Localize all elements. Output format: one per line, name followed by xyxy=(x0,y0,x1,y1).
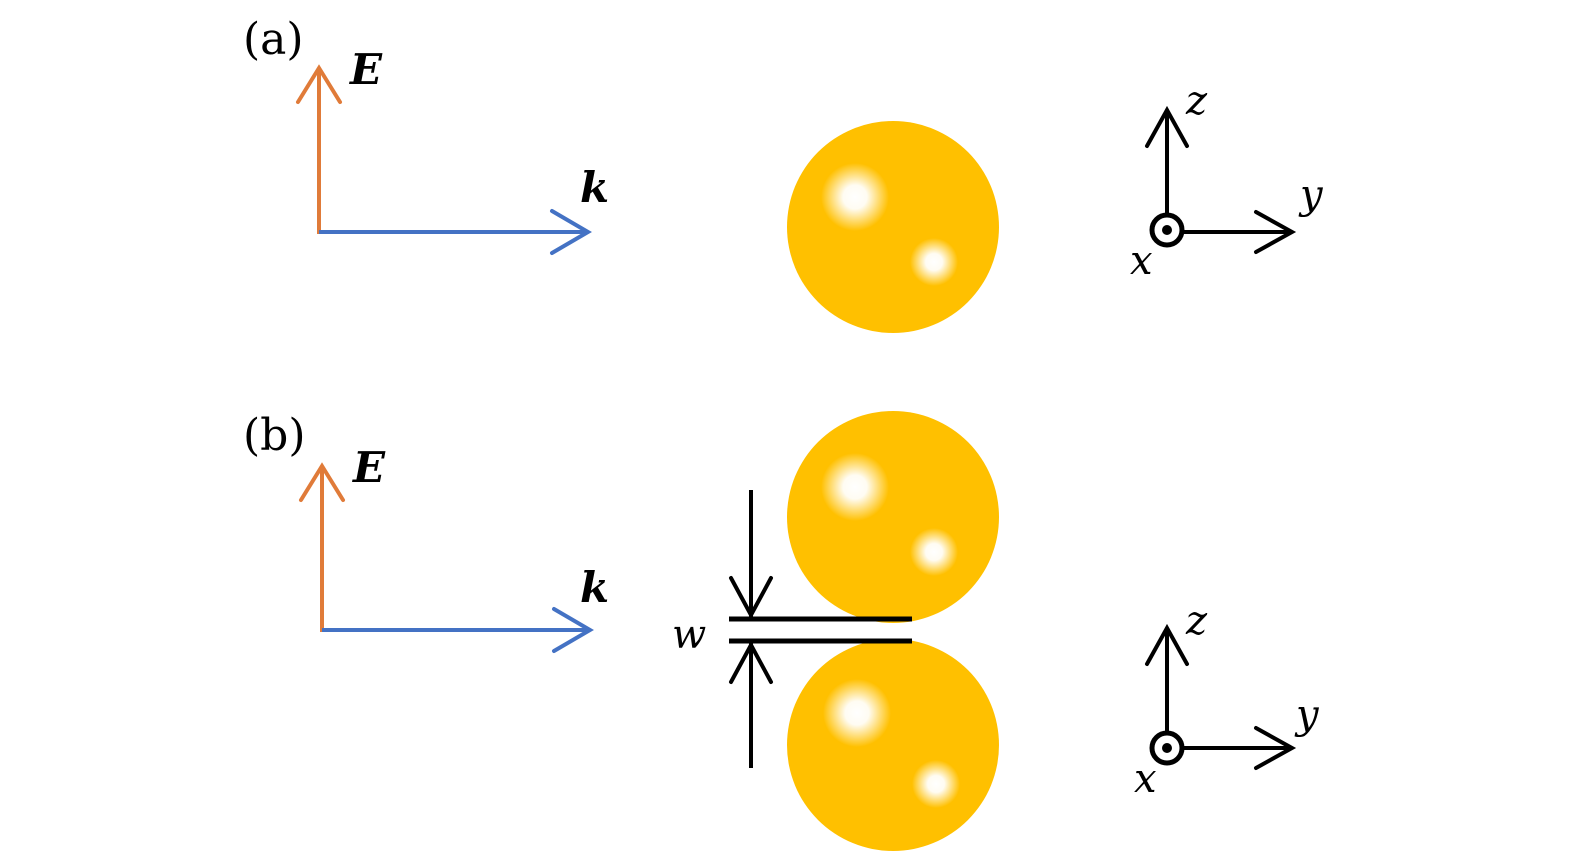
axes-a-x-label: x xyxy=(1130,238,1153,284)
panel-b: (b) E k xyxy=(243,410,1320,851)
axes-b-x-dot xyxy=(1162,743,1172,753)
panel-b-label: (b) xyxy=(243,410,306,461)
axes-a-z-label: z xyxy=(1185,78,1208,124)
axes-a-y-label: y xyxy=(1298,172,1324,218)
gap-marker xyxy=(729,490,912,768)
gap-marker-down-arrowhead xyxy=(729,576,773,620)
gap-marker-up-arrowhead xyxy=(729,640,773,684)
wave-vector-a xyxy=(319,209,592,255)
gap-label: w xyxy=(672,612,706,658)
field-vector-b-label: E xyxy=(352,443,386,492)
sphere-b-bottom-highlight-small xyxy=(912,760,960,808)
sphere-b-top-highlight-small xyxy=(910,528,958,576)
panel-a-label: (a) xyxy=(243,14,304,65)
axes-b-z-arrowhead xyxy=(1145,623,1189,666)
panel-a: (a) E k z y x xyxy=(243,14,1324,333)
axes-a-y-arrowhead xyxy=(1254,210,1297,254)
sphere-a xyxy=(787,121,999,333)
sphere-b-bottom-body xyxy=(787,639,999,851)
field-vector-b-arrowhead xyxy=(299,462,345,502)
sphere-b-top xyxy=(787,411,999,623)
axes-b-z-label: z xyxy=(1185,598,1208,644)
field-vector-a xyxy=(296,64,342,234)
wave-vector-b-arrowhead xyxy=(552,607,594,653)
axes-b xyxy=(1145,623,1297,770)
axes-b-y-label: y xyxy=(1294,692,1320,738)
sphere-a-highlight-small xyxy=(910,238,958,286)
axes-a xyxy=(1145,105,1297,254)
field-vector-a-arrowhead xyxy=(296,64,342,104)
field-vector-a-label: E xyxy=(349,45,383,94)
sphere-a-highlight-large xyxy=(821,163,889,231)
axes-b-y-arrowhead xyxy=(1254,726,1297,770)
sphere-b-top-highlight-large xyxy=(821,453,889,521)
wave-vector-b-label: k xyxy=(580,563,609,612)
axes-a-x-dot xyxy=(1162,225,1172,235)
wave-vector-a-label: k xyxy=(580,163,609,212)
sphere-a-body xyxy=(787,121,999,333)
axes-b-x-label: x xyxy=(1134,756,1157,802)
sphere-b-top-body xyxy=(787,411,999,623)
sphere-b-bottom-highlight-large xyxy=(823,679,891,747)
wave-vector-b xyxy=(322,607,594,653)
axes-a-z-arrowhead xyxy=(1145,105,1189,148)
field-vector-b xyxy=(299,462,345,632)
wave-vector-a-arrowhead xyxy=(550,209,592,255)
sphere-b-bottom xyxy=(787,639,999,851)
